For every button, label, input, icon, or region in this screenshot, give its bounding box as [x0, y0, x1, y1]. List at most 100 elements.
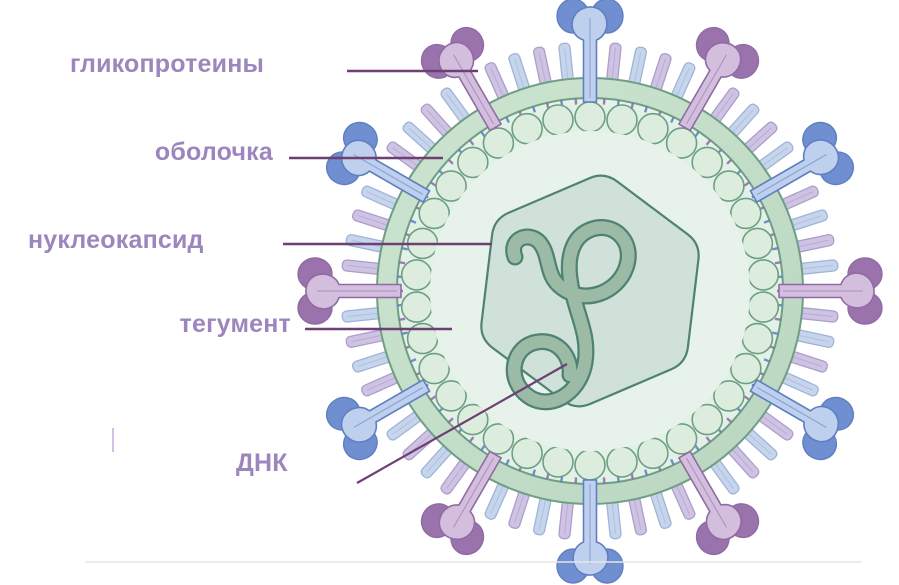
bar-glycoprotein — [440, 87, 471, 124]
bar-glycoprotein-midline — [748, 127, 772, 149]
bar-glycoprotein-midline — [490, 486, 504, 515]
tegument-bead — [418, 352, 451, 385]
bar-glycoprotein — [606, 498, 622, 540]
tegument-bead — [400, 291, 433, 323]
club-glycoprotein-stalk — [438, 450, 502, 541]
club-glycoprotein — [678, 26, 760, 132]
leader-lines-layer — [283, 69, 568, 484]
tegument-bead — [511, 437, 543, 470]
bar-glycoprotein-midline — [748, 433, 772, 455]
bar-glycoprotein-midline — [799, 239, 829, 247]
bar-glycoprotein-midline — [799, 335, 829, 343]
tegument-bead — [606, 446, 638, 478]
tegument-bead — [691, 146, 724, 179]
bar-glycoprotein-midline — [514, 58, 525, 88]
club-glycoprotein-stalk — [678, 450, 742, 541]
bar-glycoprotein — [484, 62, 510, 102]
bar-glycoprotein-midline — [802, 312, 833, 317]
bar-glycoprotein-midline — [366, 377, 395, 391]
club-glycoprotein — [556, 0, 624, 103]
tegument-bead — [435, 380, 467, 412]
bar-glycoprotein-midline — [785, 377, 814, 391]
tegument-bead — [747, 259, 780, 291]
bar-glycoprotein-midline — [762, 147, 788, 166]
tegument-bead — [691, 403, 724, 436]
bar-glycoprotein-midline — [793, 215, 823, 226]
bar-glycoprotein-midline — [715, 93, 734, 119]
bar-glycoprotein-midline — [802, 265, 833, 270]
tegument-bead — [729, 352, 762, 385]
club-glycoprotein-stalk — [340, 379, 431, 443]
club-glycoprotein — [678, 450, 760, 556]
club-glycoprotein-midline — [756, 387, 827, 428]
bar-glycoprotein-midline — [732, 109, 754, 133]
bar-glycoprotein — [628, 494, 648, 536]
leader-line-dna — [356, 363, 568, 484]
tegument-bead — [542, 446, 574, 478]
tegument-bead — [435, 170, 467, 202]
club-glycoprotein-midline — [756, 154, 827, 195]
bar-glycoprotein-midline — [634, 500, 642, 530]
bar-glycoprotein-midline — [347, 312, 378, 317]
bar-glycoprotein — [341, 259, 383, 275]
bar-glycoprotein-midline — [538, 52, 546, 82]
label-nucleocapsid: нуклеокапсид — [28, 226, 204, 254]
bar-glycoprotein-midline — [564, 503, 569, 534]
club-glycoprotein-midline — [353, 154, 424, 195]
tegument-bead — [542, 104, 574, 136]
club-glycoprotein-midline — [353, 387, 424, 428]
bar-glycoprotein — [797, 259, 839, 275]
club-glycoprotein — [420, 450, 502, 556]
tegument-bead — [713, 170, 745, 202]
bar-glycoprotein-midline — [366, 191, 395, 205]
tegument-bead — [741, 227, 774, 260]
tegument-bead — [511, 112, 543, 145]
tegument-bead — [456, 146, 489, 179]
tegument-bead — [741, 322, 774, 355]
club-glycoproteins-layer — [297, 0, 883, 584]
bar-glycoprotein-midline — [655, 58, 666, 88]
bar-glycoprotein-midline — [351, 335, 381, 343]
bar-glycoprotein-midline — [357, 356, 387, 367]
club-glycoprotein-stalk — [749, 139, 840, 203]
bar-glycoprotein-midline — [347, 265, 378, 270]
bar-glycoprotein-midline — [676, 67, 690, 96]
bar-glycoprotein — [351, 209, 393, 232]
bar-glycoprotein-midline — [446, 93, 465, 119]
club-glycoprotein-midline — [686, 457, 727, 528]
tegument-bead — [729, 197, 762, 230]
bar-glycoprotein-midline — [785, 191, 814, 205]
bar-glycoprotein-midline — [715, 463, 734, 489]
bar-glycoprotein-midline — [408, 127, 432, 149]
club-glycoprotein — [749, 121, 855, 203]
club-glycoprotein-stalk — [749, 379, 840, 443]
dna-strand-fill — [507, 221, 635, 408]
bar-glycoprotein — [709, 458, 740, 495]
club-glycoprotein-midline — [686, 54, 727, 125]
tegument-bead — [747, 291, 780, 323]
club-glycoprotein-stalk — [340, 139, 431, 203]
bar-glycoprotein-midline — [538, 500, 546, 530]
dna-strand-layer — [505, 219, 637, 411]
tegument-bead — [574, 449, 606, 481]
bar-glycoprotein-midline — [634, 52, 642, 82]
bar-glycoprotein-midline — [392, 147, 418, 166]
label-glycoproteins: гликопротеины — [70, 50, 265, 78]
bar-glycoprotein — [606, 42, 622, 84]
bar-glycoprotein-midline — [357, 215, 387, 226]
bar-glycoprotein-midline — [732, 449, 754, 473]
club-glycoprotein — [325, 379, 431, 461]
club-glycoprotein-stalk — [438, 41, 502, 132]
club-glycoprotein-midline — [453, 54, 494, 125]
tegument-bead — [574, 101, 606, 133]
bar-glycoprotein-midline — [611, 503, 616, 534]
bar-glycoprotein-midline — [426, 109, 448, 133]
tegument-bead — [637, 112, 669, 145]
tegument-bead — [400, 259, 433, 291]
bar-glycoprotein — [341, 307, 383, 323]
bar-glycoprotein-midline — [793, 356, 823, 367]
tegument-bead — [418, 197, 451, 230]
club-glycoprotein-stalk — [678, 41, 742, 132]
